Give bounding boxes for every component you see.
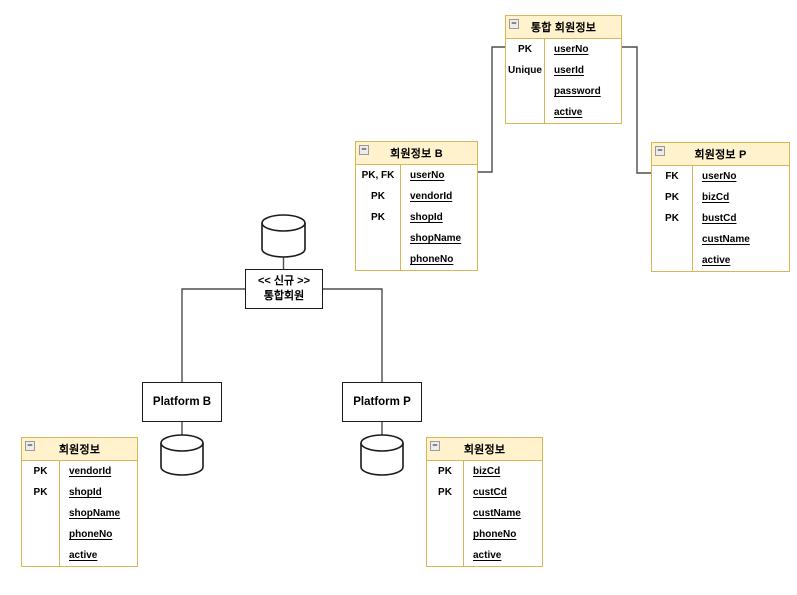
table-row[interactable]: shopName: [356, 228, 477, 249]
table-member-b[interactable]: − 회원정보 B PK, FK userNo PK vendorId PK sh…: [355, 141, 478, 271]
table-row[interactable]: phoneNo: [427, 524, 542, 545]
table-row[interactable]: phoneNo: [356, 249, 477, 270]
attr-label: password: [544, 81, 621, 102]
collapse-icon[interactable]: −: [25, 441, 35, 451]
key-label: FK: [665, 171, 679, 182]
table-title: 회원정보 P: [694, 149, 747, 161]
attr-label: bustCd: [692, 208, 789, 229]
database-cylinder-unified[interactable]: [261, 214, 306, 258]
attr-label: active: [463, 545, 542, 566]
collapse-icon[interactable]: −: [430, 441, 440, 451]
attr-label: active: [692, 250, 789, 271]
attr-label: shopName: [59, 503, 137, 524]
table-header: − 회원정보 B: [356, 142, 477, 165]
table-header: − 통합 회원정보: [506, 16, 621, 39]
attr-label: bizCd: [463, 461, 542, 482]
table-title: 회원정보: [463, 444, 506, 456]
table-row[interactable]: custName: [652, 229, 789, 250]
table-row[interactable]: PK vendorId: [356, 186, 477, 207]
node-label-line1: << 신규 >>: [257, 275, 311, 287]
attr-label: bizCd: [692, 187, 789, 208]
table-row[interactable]: phoneNo: [22, 524, 137, 545]
key-label: PK, FK: [361, 170, 395, 181]
key-label: PK: [371, 191, 385, 202]
key-label: PK: [518, 44, 532, 55]
table-row[interactable]: PK bizCd: [427, 461, 542, 482]
connector-unified-to-member-b[interactable]: [478, 46, 505, 173]
table-title: 회원정보: [58, 444, 101, 456]
table-row[interactable]: Unique userId: [506, 60, 621, 81]
attr-label: userId: [544, 60, 621, 81]
attr-label: shopId: [400, 207, 477, 228]
attr-label: active: [59, 545, 137, 566]
attr-label: phoneNo: [463, 524, 542, 545]
connector-unified-to-member-p[interactable]: [621, 46, 651, 174]
attr-label: shopId: [59, 482, 137, 503]
table-row[interactable]: PK bustCd: [652, 208, 789, 229]
attr-label: phoneNo: [400, 249, 477, 270]
table-row[interactable]: PK userNo: [506, 39, 621, 60]
attr-label: vendorId: [59, 461, 137, 482]
connector-new-unified-to-platform-b[interactable]: [181, 288, 245, 382]
attr-label: custCd: [463, 482, 542, 503]
collapse-icon[interactable]: −: [509, 19, 519, 29]
attr-label: userNo: [544, 39, 621, 60]
node-label: Platform P: [353, 395, 411, 408]
table-row[interactable]: FK userNo: [652, 166, 789, 187]
key-label: Unique: [508, 65, 542, 76]
attr-label: vendorId: [400, 186, 477, 207]
table-header: − 회원정보: [427, 438, 542, 461]
table-row[interactable]: PK, FK userNo: [356, 165, 477, 186]
table-row[interactable]: custName: [427, 503, 542, 524]
table-row[interactable]: PK shopId: [22, 482, 137, 503]
key-label: PK: [33, 466, 48, 477]
attr-label: userNo: [400, 165, 477, 186]
attr-label: custName: [692, 229, 789, 250]
table-header: − 회원정보 P: [652, 143, 789, 166]
key-label: PK: [438, 466, 452, 477]
node-label: Platform B: [152, 395, 212, 408]
table-row[interactable]: PK shopId: [356, 207, 477, 228]
table-title: 통합 회원정보: [530, 22, 597, 34]
table-unified-member[interactable]: − 통합 회원정보 PK userNo Unique userId passwo…: [505, 15, 622, 124]
table-row[interactable]: PK bizCd: [652, 187, 789, 208]
table-row[interactable]: PK vendorId: [22, 461, 137, 482]
attr-label: active: [544, 102, 621, 123]
table-row[interactable]: active: [652, 250, 789, 271]
node-new-unified-member[interactable]: << 신규 >> 통합회원: [245, 269, 323, 309]
key-label: PK: [665, 192, 679, 203]
attr-label: custName: [463, 503, 542, 524]
attr-label: phoneNo: [59, 524, 137, 545]
table-member-p[interactable]: − 회원정보 P FK userNo PK bizCd PK bustCd cu…: [651, 142, 790, 272]
database-cylinder-platform-p[interactable]: [360, 434, 404, 476]
key-label: PK: [665, 213, 679, 224]
table-header: − 회원정보: [22, 438, 137, 461]
node-platform-p[interactable]: Platform P: [342, 382, 422, 422]
collapse-icon[interactable]: −: [359, 145, 369, 155]
connector-new-unified-to-platform-p[interactable]: [323, 288, 383, 382]
table-row[interactable]: shopName: [22, 503, 137, 524]
table-row[interactable]: active: [427, 545, 542, 566]
attr-label: userNo: [692, 166, 789, 187]
node-label-line2: 통합회원: [263, 290, 305, 302]
table-legacy-member-p[interactable]: − 회원정보 PK bizCd PK custCd custName phone…: [426, 437, 543, 567]
attr-label: shopName: [400, 228, 477, 249]
table-row[interactable]: PK custCd: [427, 482, 542, 503]
collapse-icon[interactable]: −: [655, 146, 665, 156]
table-row[interactable]: active: [22, 545, 137, 566]
table-row[interactable]: active: [506, 102, 621, 123]
node-platform-b[interactable]: Platform B: [142, 382, 222, 422]
table-row[interactable]: password: [506, 81, 621, 102]
key-label: PK: [33, 487, 48, 498]
database-cylinder-platform-b[interactable]: [160, 434, 204, 476]
table-title: 회원정보 B: [390, 148, 443, 160]
table-legacy-member-b[interactable]: − 회원정보 PK vendorId PK shopId shopName ph…: [21, 437, 138, 567]
key-label: PK: [371, 212, 385, 223]
key-label: PK: [438, 487, 452, 498]
